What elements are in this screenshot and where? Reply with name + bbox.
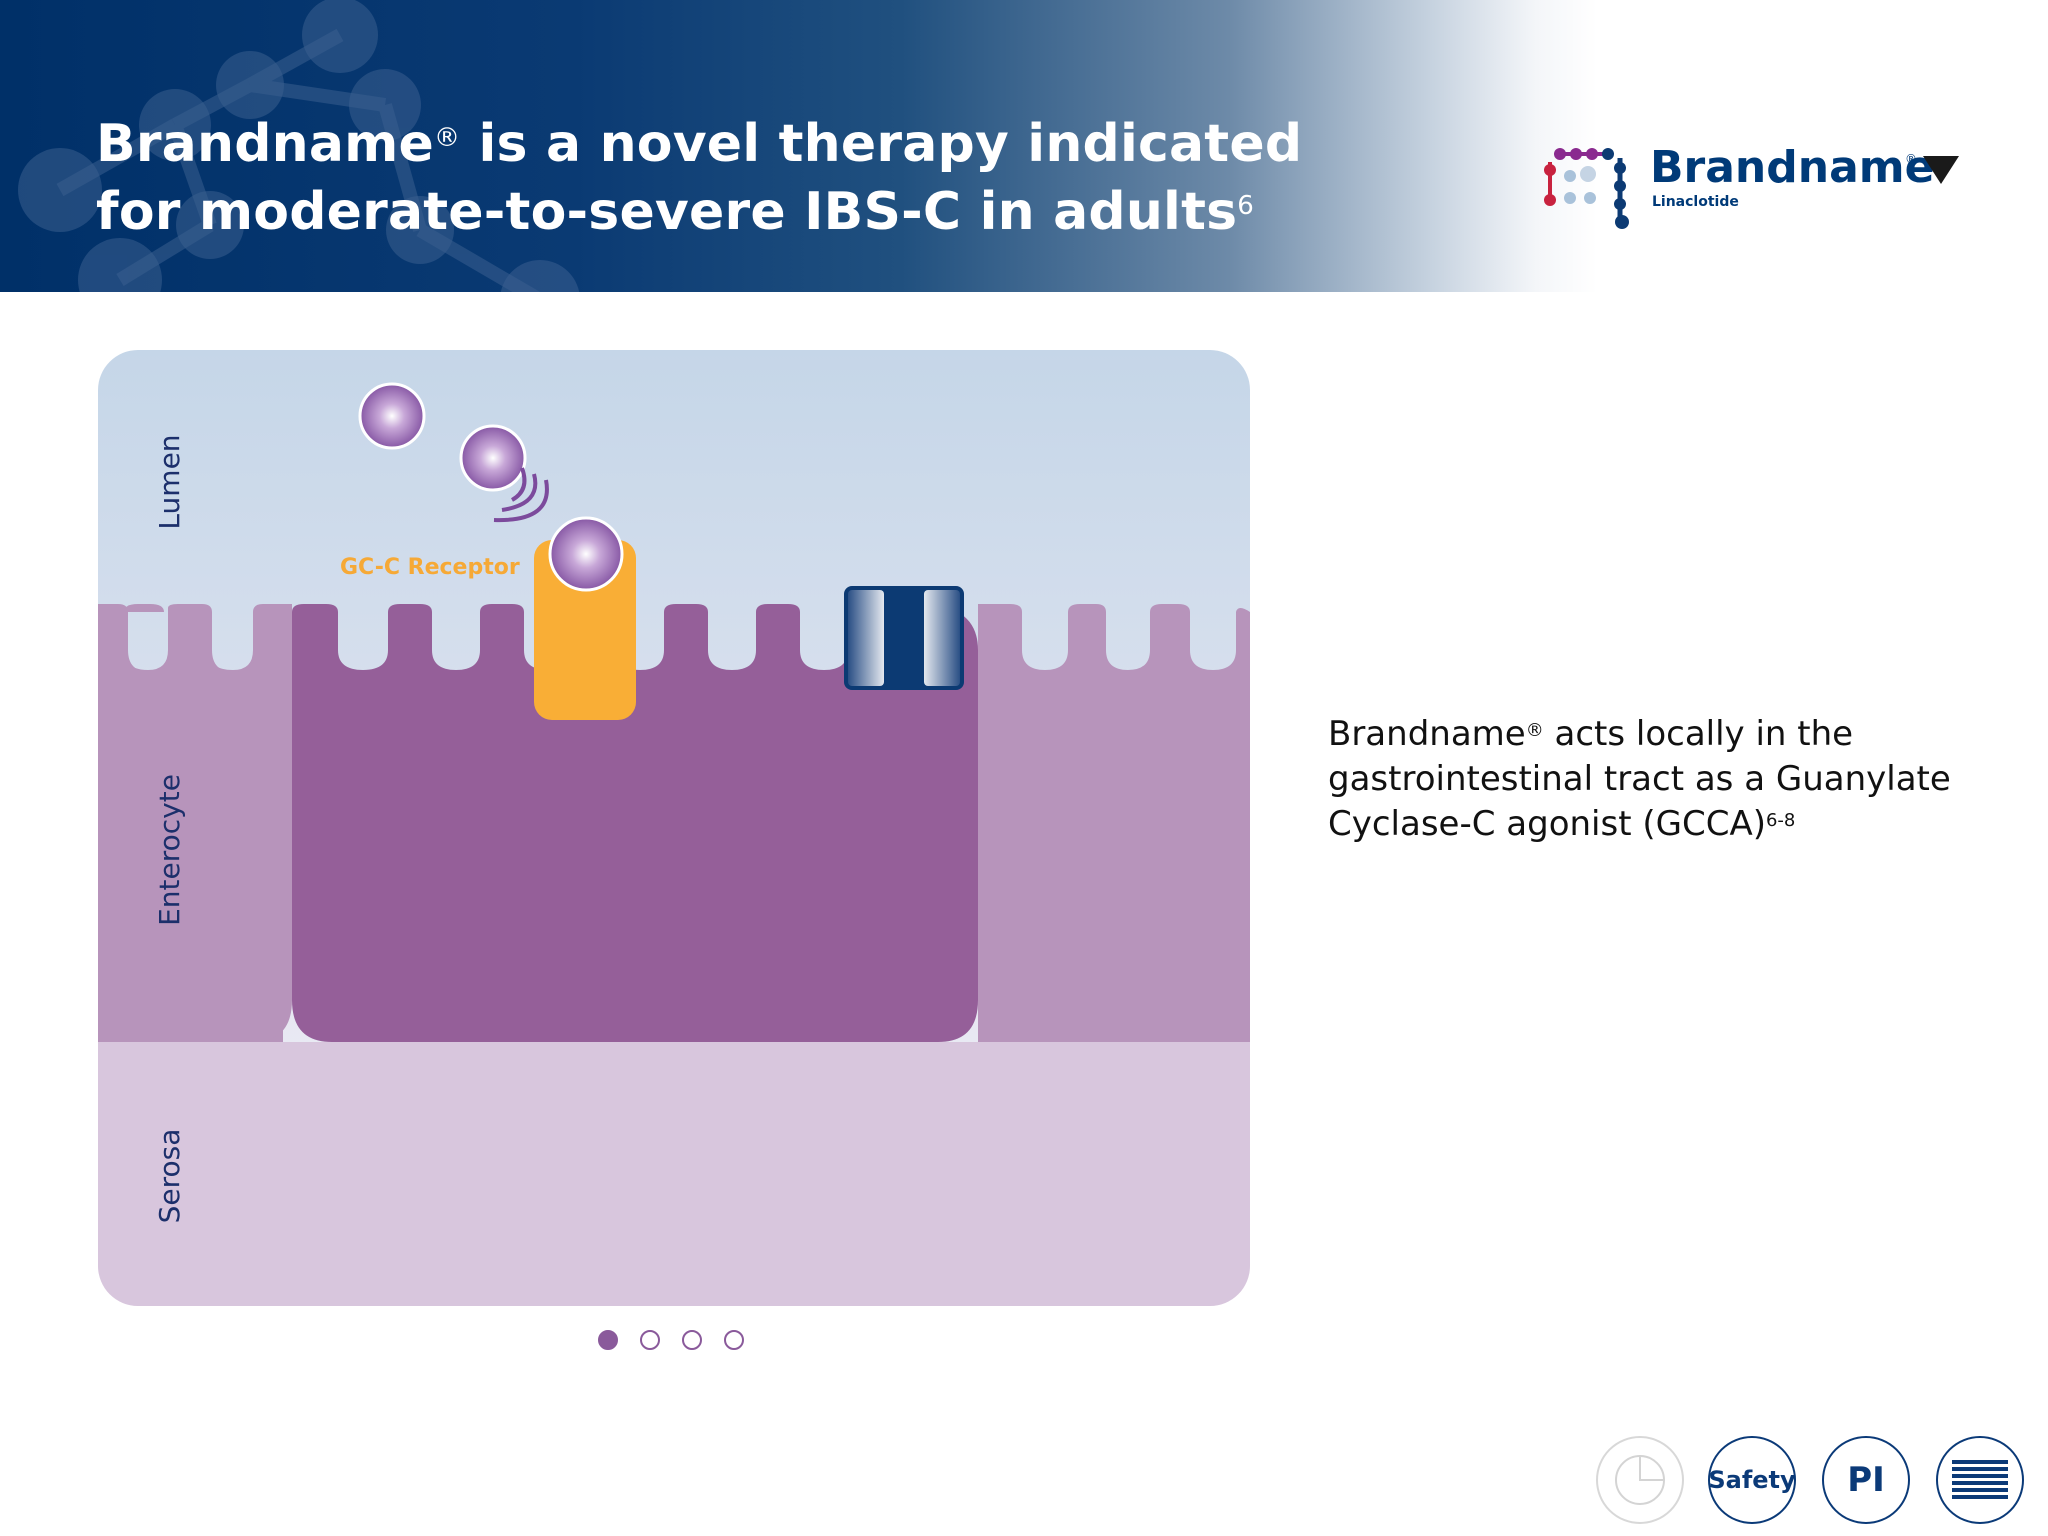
layer-label-enterocyte: Enterocyte bbox=[153, 774, 186, 926]
safety-button-label: Safety bbox=[1708, 1466, 1796, 1494]
safety-nav-button[interactable]: Safety bbox=[1708, 1436, 1796, 1524]
brand-logo-triangle-icon bbox=[1923, 156, 1959, 184]
brand-logo-registered: ® bbox=[1905, 152, 1917, 166]
ion-channel-shape bbox=[844, 586, 964, 690]
active-enterocyte-cell bbox=[292, 604, 978, 1042]
enterocyte-right bbox=[978, 604, 1250, 1042]
gut-wall-diagram bbox=[98, 350, 1250, 1306]
pagination-dot-3[interactable] bbox=[682, 1330, 702, 1350]
brand-logo-subtitle: Linaclotide bbox=[1652, 194, 1739, 210]
brand-logo: Brandname ® Linaclotide bbox=[1540, 138, 1960, 234]
layer-label-lumen: Lumen bbox=[153, 434, 186, 530]
pi-button-label: PI bbox=[1847, 1460, 1885, 1500]
pagination-dot-2[interactable] bbox=[640, 1330, 660, 1350]
brand-logo-name: Brandname bbox=[1650, 142, 1935, 193]
chart-nav-button[interactable] bbox=[1596, 1436, 1684, 1524]
linaclotide-molecule-2-icon bbox=[459, 424, 527, 492]
receptor-label: GC-C Receptor bbox=[340, 555, 520, 580]
brand-logo-mark-icon bbox=[1544, 148, 1629, 229]
menu-nav-button[interactable] bbox=[1936, 1436, 2024, 1524]
layer-label-serosa: Serosa bbox=[153, 1128, 186, 1224]
pagination-dot-4[interactable] bbox=[724, 1330, 744, 1350]
mechanism-illustration: Lumen Enterocyte Serosa GC-C Receptor bbox=[98, 350, 1250, 1306]
pie-chart-icon bbox=[1615, 1455, 1665, 1505]
binding-motion-lines-icon bbox=[493, 467, 549, 523]
mechanism-description: Brandname® acts locally in the gastroint… bbox=[1328, 714, 1951, 844]
page-title: Brandname® is a novel therapy indicated … bbox=[96, 114, 1303, 242]
pi-nav-button[interactable]: PI bbox=[1822, 1436, 1910, 1524]
linaclotide-molecule-1-icon bbox=[358, 382, 426, 450]
molecule-background-graphic bbox=[18, 0, 580, 292]
header-banner: Brandname® is a novel therapy indicated … bbox=[0, 0, 2048, 292]
pagination-dot-1[interactable] bbox=[598, 1330, 618, 1350]
menu-list-icon bbox=[1952, 1460, 2008, 1499]
gcc-receptor-shape bbox=[534, 540, 636, 720]
linaclotide-molecule-bound-icon bbox=[548, 516, 624, 592]
serosa-region bbox=[98, 1042, 1250, 1306]
